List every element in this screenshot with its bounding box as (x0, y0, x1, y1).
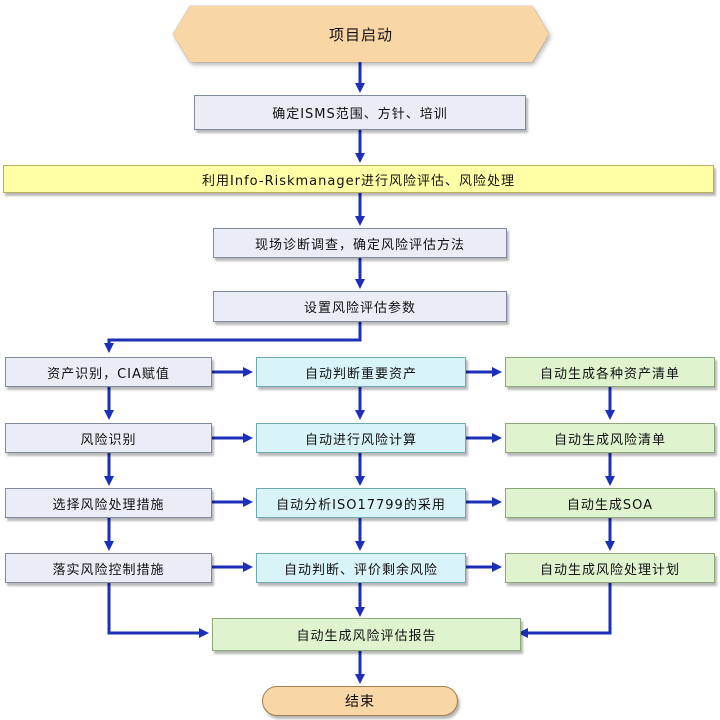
auto-residual-risk-node: 自动判断、评价剩余风险 (256, 553, 466, 583)
arrow-params-to-asset-id (104, 322, 362, 353)
arrow-left-to-report (107, 583, 209, 638)
end-node: 结束 (262, 686, 458, 716)
scope-node: 确定ISMS范围、方针、培训 (194, 95, 526, 130)
auto-important-assets-node: 自动判断重要资产 (256, 357, 466, 387)
auto-asset-list-node: 自动生成各种资产清单 (505, 357, 715, 387)
arrow-right-to-report (518, 583, 612, 638)
asset-identification-node: 资产识别，CIA赋值 (5, 357, 212, 387)
auto-risk-list-node: 自动生成风险清单 (505, 423, 715, 453)
start-node-wrap: 项目启动 (173, 6, 549, 62)
tool-node: 利用Info-Riskmanager进行风险评估、风险处理 (3, 165, 714, 193)
survey-node: 现场诊断调查，确定风险评估方法 (213, 228, 507, 258)
report-node: 自动生成风险评估报告 (212, 618, 521, 651)
auto-soa-node: 自动生成SOA (505, 488, 715, 518)
auto-iso-analysis-node: 自动分析ISO17799的采用 (256, 488, 466, 518)
start-node: 项目启动 (173, 6, 549, 62)
auto-risk-calculation-node: 自动进行风险计算 (256, 423, 466, 453)
risk-identification-node: 风险识别 (5, 423, 212, 453)
auto-treatment-plan-node: 自动生成风险处理计划 (505, 553, 715, 583)
params-node: 设置风险评估参数 (213, 291, 507, 322)
select-treatment-node: 选择风险处理措施 (5, 488, 212, 518)
implement-control-node: 落实风险控制措施 (5, 553, 212, 583)
